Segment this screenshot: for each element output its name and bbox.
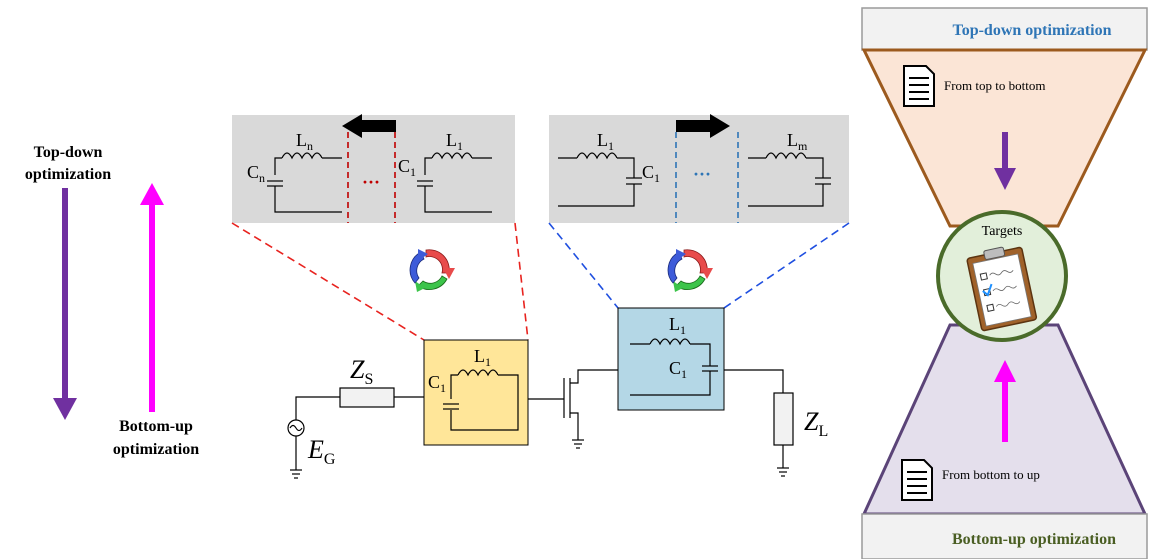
recycle-icon bbox=[667, 249, 713, 292]
top-title: Top-down optimization bbox=[953, 22, 1112, 39]
c1-label-input-ladder: C1 bbox=[398, 156, 416, 179]
lm-label: Lm bbox=[787, 130, 808, 153]
transistor bbox=[528, 369, 618, 449]
top-down-label-line1: Top-down bbox=[34, 144, 103, 161]
input-c1-label: C1 bbox=[428, 372, 446, 395]
document-icon bbox=[901, 459, 933, 501]
input-zoom-line-right bbox=[514, 222, 529, 341]
bottom-up-label-line2: optimization bbox=[113, 441, 199, 458]
input-matching-network bbox=[423, 339, 529, 446]
output-c1-label: C1 bbox=[669, 358, 687, 381]
recycle-icon bbox=[409, 249, 455, 292]
zs-label: ZS bbox=[350, 355, 373, 388]
output-l1-label: L1 bbox=[669, 314, 686, 337]
output-ladder-lm-cell bbox=[748, 152, 831, 207]
c1-label-output-ladder: C1 bbox=[642, 162, 660, 185]
hourglass-down-arrow bbox=[994, 132, 1016, 190]
input-zoom-line-left bbox=[231, 222, 425, 341]
cn-label: Cn bbox=[247, 162, 265, 185]
document-icon bbox=[903, 65, 935, 107]
eg-label: EG bbox=[307, 435, 336, 468]
output-ladder-l1-cell bbox=[558, 152, 642, 207]
input-ladder-l1-cell bbox=[417, 152, 492, 213]
hourglass: Top-down optimization Bottom-up optimiza… bbox=[861, 7, 1148, 559]
input-ladder-panel: Ln Cn ··· L1 C1 bbox=[232, 114, 515, 223]
input-ladder-ln-cell bbox=[267, 152, 342, 213]
bottom-caption: From bottom to up bbox=[942, 467, 1040, 482]
top-caption: From top to bottom bbox=[944, 78, 1045, 93]
output-ladder-ellipsis: ··· bbox=[693, 164, 711, 184]
output-zoom-line-left bbox=[548, 222, 619, 309]
targets-label: Targets bbox=[982, 224, 1023, 239]
input-ladder-ellipsis: ··· bbox=[362, 172, 380, 192]
input-l1-label: L1 bbox=[474, 346, 491, 369]
ln-label: Ln bbox=[296, 130, 313, 153]
left-legend: Top-down optimization Bottom-up optimiza… bbox=[25, 144, 199, 458]
bottom-up-arrow bbox=[140, 183, 164, 412]
top-down-label-line2: optimization bbox=[25, 166, 111, 183]
l1-label-output-ladder: L1 bbox=[597, 130, 614, 153]
input-ladder-left-arrow bbox=[342, 114, 396, 138]
zl-label: ZL bbox=[804, 407, 828, 440]
output-matching-network bbox=[617, 307, 725, 411]
hourglass-up-arrow bbox=[994, 360, 1016, 442]
clipboard-icon bbox=[966, 246, 1038, 332]
bottom-up-label-line1: Bottom-up bbox=[119, 418, 193, 435]
bottom-title-box bbox=[861, 513, 1148, 559]
main-circuit: L1 C1 ZS EG bbox=[287, 307, 828, 479]
l1-label-input-ladder: L1 bbox=[446, 130, 463, 153]
top-down-arrow bbox=[53, 188, 77, 420]
output-ladder-right-arrow bbox=[676, 114, 730, 138]
output-zoom-line-right bbox=[723, 222, 850, 309]
bottom-title: Bottom-up optimization bbox=[952, 531, 1116, 548]
output-ladder-panel: L1 C1 ··· Lm bbox=[549, 114, 849, 223]
